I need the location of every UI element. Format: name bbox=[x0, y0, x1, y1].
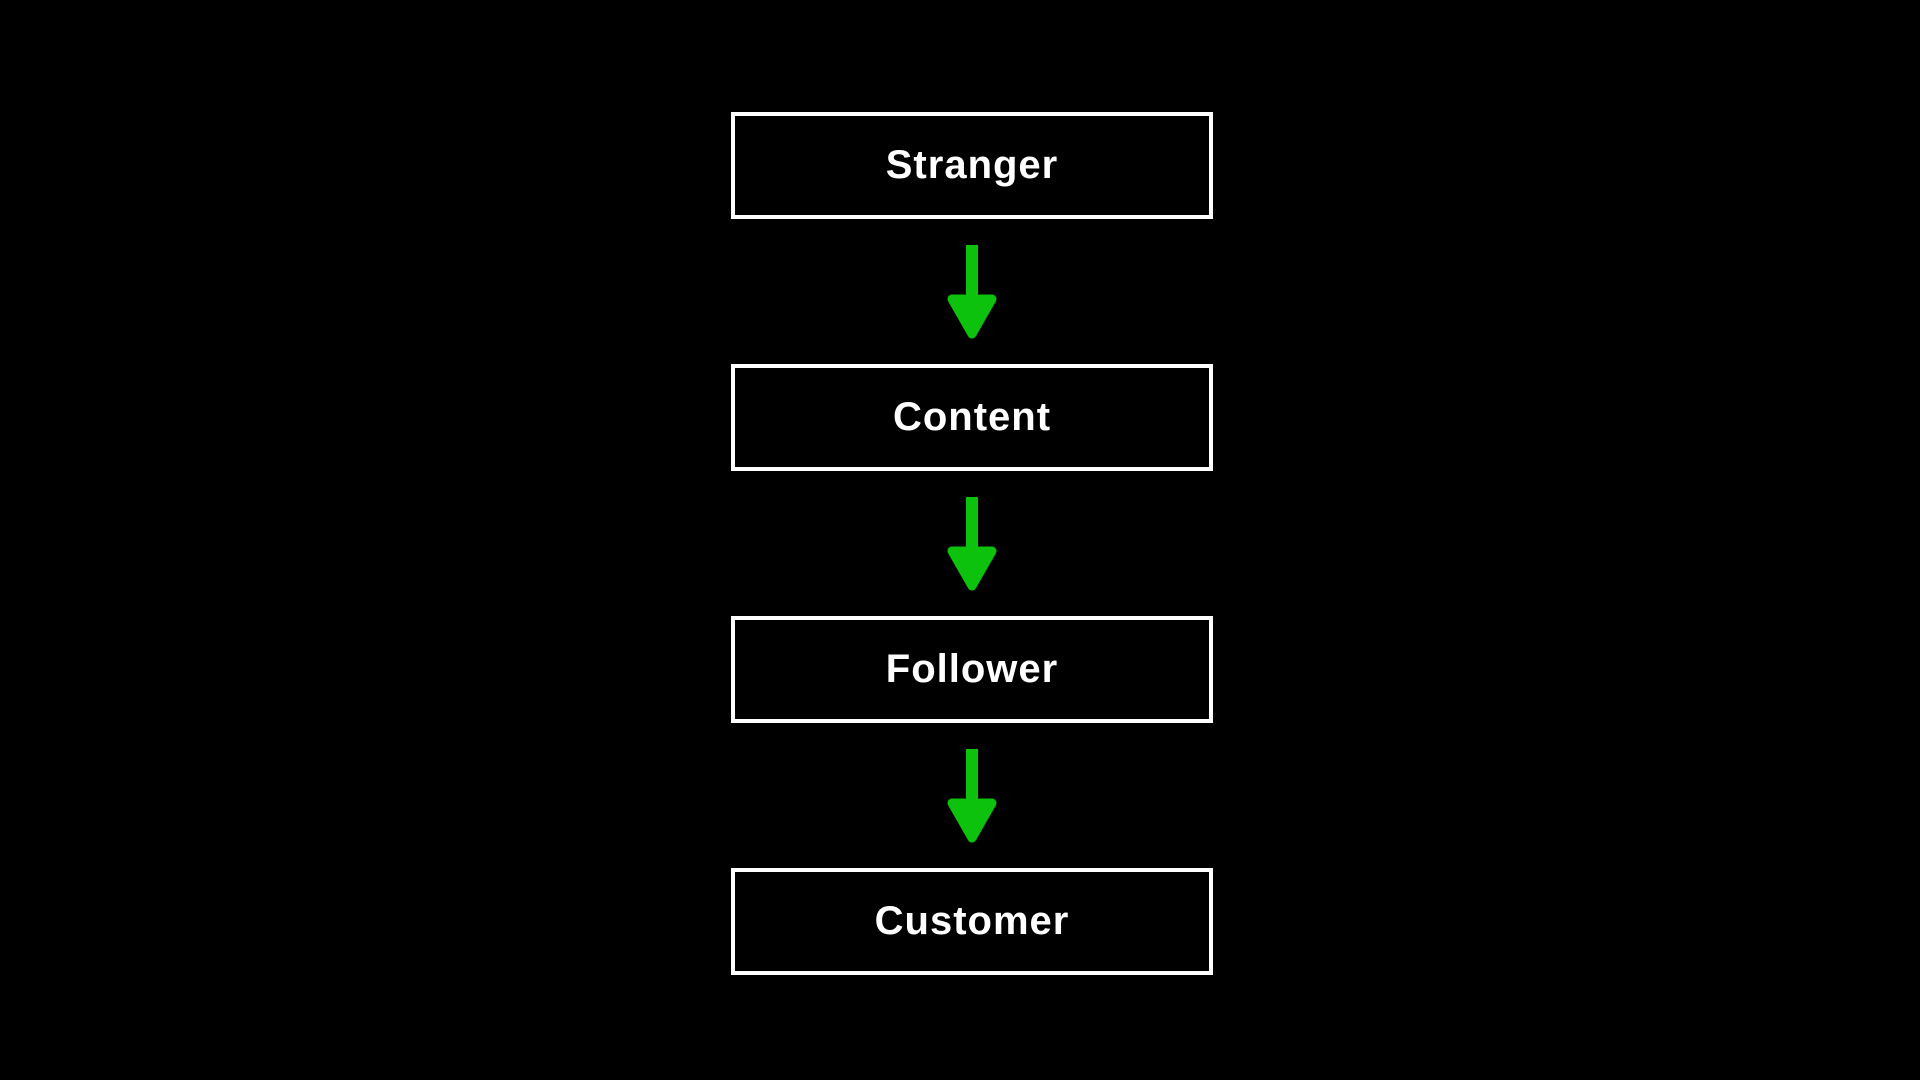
connector-gap bbox=[731, 723, 1213, 868]
node-label-follower: Follower bbox=[885, 646, 1059, 691]
funnel-flow: Stranger Content Follower bbox=[731, 112, 1213, 975]
node-label-customer: Customer bbox=[874, 898, 1070, 943]
flow-node-follower: Follower bbox=[731, 616, 1213, 723]
node-label-content: Content bbox=[892, 394, 1052, 439]
down-arrow-icon bbox=[947, 748, 997, 842]
flow-node-content: Content bbox=[731, 364, 1213, 471]
down-arrow-icon bbox=[947, 244, 997, 338]
connector-gap bbox=[731, 219, 1213, 364]
flow-node-customer: Customer bbox=[731, 868, 1213, 975]
down-arrow-icon bbox=[947, 496, 997, 590]
connector-gap bbox=[731, 471, 1213, 616]
flow-node-stranger: Stranger bbox=[731, 112, 1213, 219]
node-label-stranger: Stranger bbox=[885, 142, 1059, 187]
